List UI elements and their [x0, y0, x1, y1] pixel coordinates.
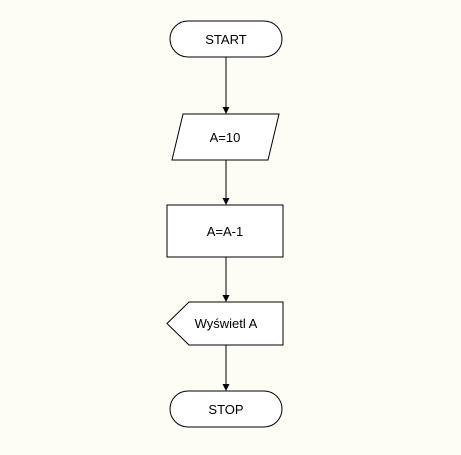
edge-process-to-display [222, 257, 230, 302]
edge-input-to-process [222, 160, 230, 205]
start-node[interactable]: START [169, 20, 283, 58]
edge-start-to-input [222, 57, 230, 114]
stop-node[interactable]: STOP [169, 390, 283, 428]
process-node[interactable]: A=A-1 [166, 204, 284, 258]
stop-node-label: STOP [208, 402, 243, 417]
process-node-label: A=A-1 [207, 224, 244, 239]
start-node-label: START [205, 32, 246, 47]
input-node-label: A=10 [210, 130, 241, 145]
edge-display-to-stop [222, 345, 230, 391]
display-node[interactable]: Wyświetl A [166, 301, 284, 346]
input-node[interactable]: A=10 [171, 113, 280, 161]
display-node-label: Wyświetl A [195, 316, 258, 331]
